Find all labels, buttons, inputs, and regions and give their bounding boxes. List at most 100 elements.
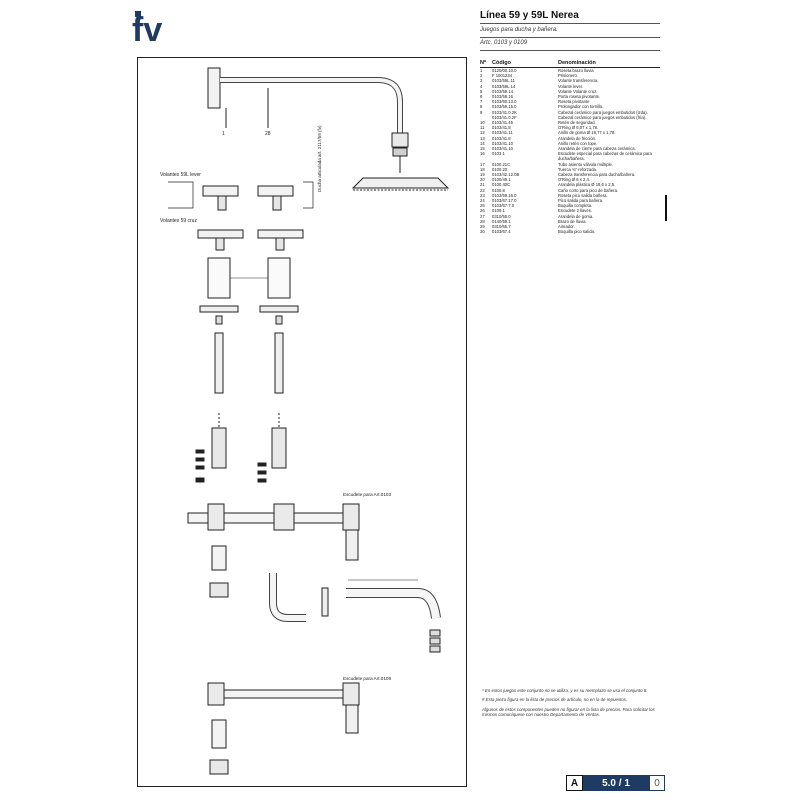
part-number-cell: 17 — [480, 161, 485, 167]
title-rule — [480, 23, 660, 24]
part-description-cell: Boquilla pico salida. — [558, 229, 596, 235]
part-description-cell: Cabeza transferencia para ducha/bañera. — [558, 172, 636, 178]
part-number-cell: 4 — [480, 83, 483, 89]
body-0103-label: Escudete para Art.0103 — [343, 492, 391, 497]
part-description-cell: Anillo retén con tope. — [558, 140, 598, 146]
part-number-cell: 22 — [480, 187, 485, 193]
part-code-cell: 0103/67.4 — [492, 229, 511, 235]
part-description-cell: Roseta brazo lluvia — [558, 68, 594, 73]
part-code-cell: 0100/49.1 — [492, 177, 511, 183]
articles-rule — [480, 50, 660, 51]
part-code-cell: 0103.1 — [492, 151, 505, 157]
cross-handle-right — [257, 229, 304, 239]
article-numbers: Artc. 0103 y 0109 — [480, 40, 528, 46]
part-number-cell: 7 — [480, 99, 483, 105]
valve-body-0109 — [207, 682, 360, 734]
part-code-cell: 0100.21C — [492, 161, 511, 167]
part-code-cell: 0120/00.10.0 — [492, 68, 517, 73]
part-description-cell: Caño corto para pico de bañera. — [558, 187, 619, 193]
part-number-cell: 3 — [480, 78, 483, 84]
part-description-cell: Prisionero. — [558, 73, 579, 79]
part-code-cell: 0310/55.0 — [492, 213, 511, 219]
part-code-cell: 0103/67.7.0 — [492, 203, 515, 209]
part-code-cell: 0103/41.8 — [492, 125, 511, 131]
part-number-cell: 27 — [480, 213, 485, 219]
shower-head-part — [351, 156, 450, 191]
part-code-cell: 0103/41.10 — [492, 140, 513, 146]
part-number-cell: 15 — [480, 146, 485, 152]
page-code-prefix: A — [566, 775, 583, 791]
part-number-cell: 29 — [480, 224, 485, 230]
part-description-cell: Roseta pivotante — [558, 99, 590, 105]
exploded-diagram: 1 28 Ducha articulada art. 2117/59 (fv) … — [160, 67, 450, 775]
part-description-cell: Porta roseta pivotante. — [558, 94, 601, 100]
body-0109-label: Escudete para Art.0109 — [343, 676, 391, 681]
part-code-cell: 0100.8 — [492, 187, 505, 193]
fv-logo: fv — [132, 11, 162, 48]
part-code-cell: 0103/41.45 — [492, 120, 513, 126]
page-subtitle: Juegos para ducha y bañera. — [480, 27, 558, 33]
lever-handle-left — [202, 185, 239, 197]
subtitle-rule — [480, 37, 660, 38]
part-number-cell: 30 — [480, 229, 485, 235]
part-code-cell: 0103/41.11 — [492, 130, 513, 136]
part-number-cell: 2 — [480, 73, 483, 79]
part-number-cell: 1 — [480, 68, 483, 73]
cross-handle-left — [197, 229, 244, 239]
logo-dot — [135, 11, 141, 17]
part-code-cell: 0100.20 — [492, 166, 508, 172]
part-description-cell: Arandela de fricción. — [558, 135, 597, 141]
lever-handle-right — [257, 185, 294, 197]
part-number-cell: 28 — [480, 218, 485, 224]
page-title: Línea 59 y 59L Nerea — [480, 10, 579, 21]
tub-spout — [346, 588, 441, 653]
reinforced-nut — [209, 582, 229, 598]
part-number-cell: 25 — [480, 203, 485, 209]
part-code-cell: 0103/59.14 — [492, 88, 513, 94]
callout-28: 28 — [265, 131, 271, 137]
extension-rod-right — [274, 332, 284, 394]
part-code-cell: 0103/60.13.0 — [492, 99, 517, 105]
shower-note: Ducha articulada art. 2117/59 (fv) — [317, 125, 322, 192]
part-code-cell: 0103/41.0.2K — [492, 109, 517, 115]
levers-59-label: Volantes 59 cruz — [160, 218, 197, 224]
part-number-cell: 9 — [480, 109, 483, 115]
part-description-cell: Anillo de goma Ø 18,77 x 1,78. — [558, 130, 616, 136]
part-number-cell: 26 — [480, 208, 485, 214]
part-code-cell: 0140/59.1 — [492, 218, 511, 224]
part-description-cell: Escudete especial para cabezas de cerámi… — [558, 151, 652, 162]
part-description-cell: Retén de seguridad. — [558, 120, 596, 126]
part-number-cell: 23 — [480, 192, 485, 198]
part-description-cell: Cabezal cerámico para juegos embutidos (… — [558, 109, 648, 115]
part-description-cell: Arandela de goma. — [558, 213, 594, 219]
part-code-cell: 0103/41.0.2F — [492, 114, 517, 120]
part-code-cell: 0310/55.7 — [492, 224, 511, 230]
part-description-cell: O'Ring Ø 6 x 2,4. — [558, 177, 590, 183]
part-number-cell: 18 — [480, 166, 485, 172]
part-description-cell: Volante Volante cruz. — [558, 88, 598, 94]
part-code-cell: 0103/59L.11 — [492, 78, 515, 84]
table-row: 27 0310/55.0 Arandela de goma. — [480, 214, 660, 219]
extension-rod-left — [214, 332, 224, 394]
